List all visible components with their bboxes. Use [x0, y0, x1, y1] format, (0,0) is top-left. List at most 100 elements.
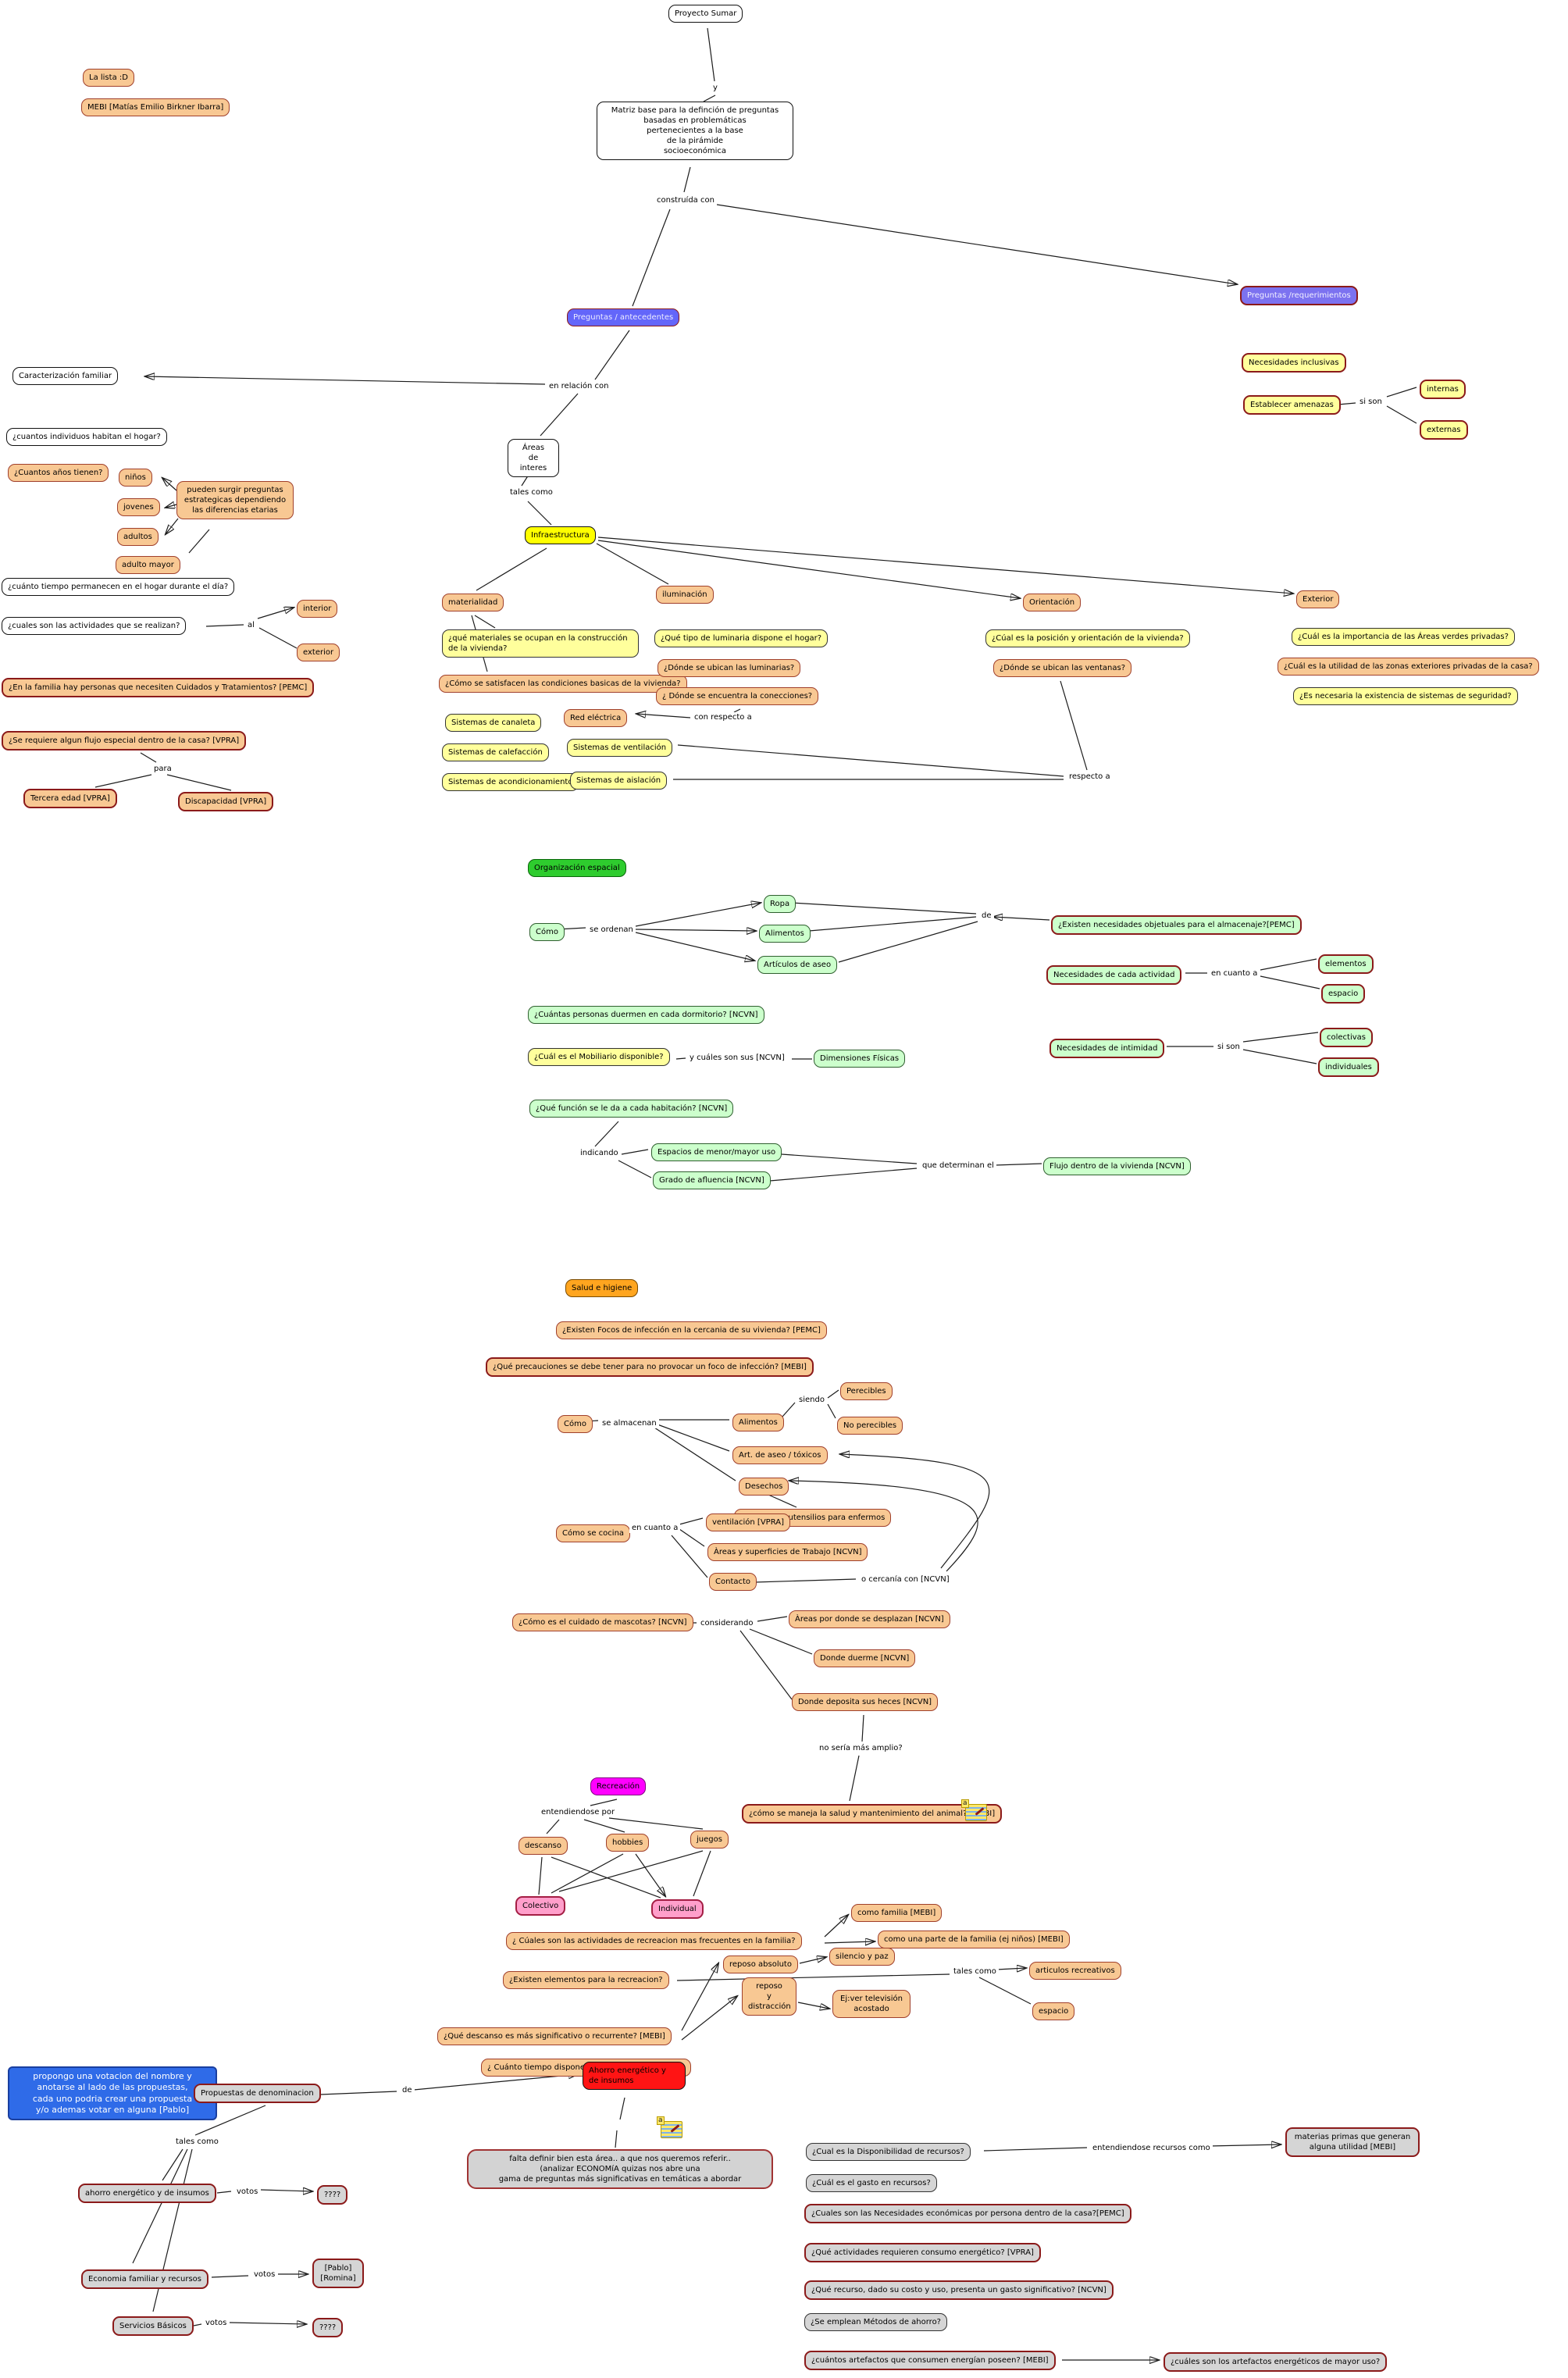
como-almacenan[interactable]: Cómo	[558, 1415, 593, 1433]
mebi-author[interactable]: MEBI [Matías Emilio Birkner Ibarra]	[81, 98, 230, 116]
tercera-edad[interactable]: Tercera edad [VPRA]	[23, 789, 117, 808]
necesidades-economicas[interactable]: ¿Cuales son las Necesidades económicas p…	[804, 2204, 1131, 2223]
link-en-cuanto-a-actividad[interactable]: en cuanto a	[1209, 968, 1260, 979]
individual[interactable]: Individual	[651, 1899, 704, 1919]
votos-1-result[interactable]: ????	[317, 2185, 348, 2205]
link-para[interactable]: para	[151, 764, 174, 774]
ventilacion-vpra[interactable]: ventilación [VPRA]	[706, 1513, 790, 1531]
jovenes[interactable]: jovenes	[117, 498, 160, 516]
que-materiales[interactable]: ¿qué materiales se ocupan en la construc…	[442, 629, 639, 658]
actividades-consumo[interactable]: ¿Qué actividades requieren consumo energ…	[804, 2243, 1041, 2262]
tipo-luminaria[interactable]: ¿Qué tipo de luminaria dispone el hogar?	[654, 629, 829, 647]
ninos[interactable]: niños	[119, 469, 152, 487]
donde-heces[interactable]: Donde deposita sus heces [NCVN]	[792, 1693, 939, 1711]
externas[interactable]: externas	[1420, 420, 1468, 440]
votos-3-result[interactable]: ????	[312, 2318, 344, 2337]
adultos[interactable]: adultos	[117, 528, 159, 546]
link-o-cercania-con[interactable]: o cercanía con [NCVN]	[859, 1574, 952, 1585]
sistemas-acondicionamiento[interactable]: Sistemas de acondicionamiento	[442, 773, 579, 791]
areas-desplazan[interactable]: Àreas por donde se desplazan [NCVN]	[789, 1610, 950, 1628]
espacio-recreacion[interactable]: espacio	[1032, 2002, 1075, 2020]
donde-luminarias[interactable]: ¿Dónde se ubican las luminarias?	[657, 659, 801, 677]
desechos[interactable]: Desechos	[739, 1478, 789, 1496]
reposo-absoluto[interactable]: reposo absoluto	[723, 1956, 798, 1973]
como-familia[interactable]: como familia [MEBI]	[851, 1904, 943, 1922]
descanso-significativo[interactable]: ¿Qué descanso es más significativo o rec…	[437, 2027, 672, 2045]
cuidado-mascotas[interactable]: ¿Cómo es el cuidado de mascotas? [NCVN]	[512, 1613, 693, 1631]
perecibles[interactable]: Perecibles	[840, 1382, 893, 1400]
necesidades-inclusivas[interactable]: Necesidades inclusivas	[1242, 353, 1346, 373]
organizacion-espacial[interactable]: Organización espacial	[528, 859, 626, 877]
votos-pablo-romina[interactable]: [Pablo] [Romina]	[312, 2259, 364, 2288]
link-tales-como-recreacion[interactable]: tales como	[951, 1966, 999, 1977]
artefactos-consumen[interactable]: ¿cuántos artefactos que consumen energía…	[804, 2351, 1056, 2370]
preguntas-etarias[interactable]: pueden surgir preguntas estrategicas dep…	[176, 481, 294, 519]
elementos[interactable]: elementos	[1318, 954, 1374, 974]
donde-duerme[interactable]: Donde duerme [NCVN]	[814, 1649, 916, 1667]
link-no-seria-mas-amplio[interactable]: no sería más amplio?	[817, 1743, 905, 1753]
ropa[interactable]: Ropa	[764, 895, 796, 913]
link-de-almacenaje[interactable]: de	[979, 911, 994, 921]
infraestructura[interactable]: Infraestructura	[525, 526, 596, 544]
dimensiones-fisicas[interactable]: Dimensiones Físicas	[814, 1050, 906, 1068]
link-votos-3[interactable]: votos	[203, 2318, 230, 2328]
servicios-basicos[interactable]: Servicios Básicos	[112, 2316, 194, 2336]
link-respecto-a[interactable]: respecto a	[1067, 772, 1113, 782]
link-siendo[interactable]: siendo	[796, 1395, 827, 1405]
link-y[interactable]: y	[711, 83, 720, 93]
sistemas-seguridad[interactable]: ¿Es necesaria la existencia de sistemas …	[1293, 687, 1518, 705]
link-en-relacion-con[interactable]: en relación con	[547, 381, 611, 391]
link-votos-1[interactable]: votos	[234, 2187, 261, 2197]
link-que-determinan-el[interactable]: que determinan el	[920, 1160, 996, 1171]
articulos-aseo[interactable]: Artículos de aseo	[757, 956, 838, 974]
exterior-area[interactable]: Exterior	[1296, 590, 1340, 608]
iluminacion[interactable]: iluminación	[656, 586, 714, 604]
salud-higiene[interactable]: Salud e higiene	[565, 1279, 639, 1297]
orientacion[interactable]: Orientación	[1023, 594, 1082, 611]
interior[interactable]: interior	[297, 600, 338, 618]
individuales[interactable]: individuales	[1318, 1057, 1379, 1077]
link-indicando[interactable]: indicando	[578, 1148, 621, 1158]
cuantos-anos[interactable]: ¿Cuantos años tienen?	[8, 464, 109, 482]
focos-infeccion[interactable]: ¿Existen Focos de infección en la cercan…	[556, 1321, 827, 1339]
flujo-especial[interactable]: ¿Se requiere algun flujo especial dentro…	[2, 731, 247, 750]
salud-animal[interactable]: ¿cómo se maneja la salud y mantenimiento…	[742, 1804, 1003, 1824]
recreacion[interactable]: Recreación	[590, 1777, 647, 1795]
donde-ventanas[interactable]: ¿Dónde se ubican las ventanas?	[993, 659, 1132, 677]
no-perecibles[interactable]: No perecibles	[837, 1417, 903, 1435]
cuanto-tiempo-hogar[interactable]: ¿cuánto tiempo permanecen en el hogar du…	[2, 578, 235, 596]
actividades-recreacion[interactable]: ¿ Cúales son las actividades de recreaci…	[506, 1932, 802, 1950]
areas-de-interes[interactable]: Áreas de interes	[508, 439, 559, 477]
como-parte-familia[interactable]: como una parte de la familia (ej niños) …	[878, 1931, 1070, 1948]
ver-television[interactable]: Ej:ver televisión acostado	[832, 1990, 911, 2018]
precauciones-foco[interactable]: ¿Qué precauciones se debe tener para no …	[486, 1357, 814, 1377]
cuantos-individuos[interactable]: ¿cuantos individuos habitan el hogar?	[6, 428, 167, 446]
areas-superficies-trabajo[interactable]: Àreas y superficies de Trabajo [NCVN]	[707, 1543, 868, 1561]
materialidad[interactable]: materialidad	[442, 594, 504, 611]
link-al[interactable]: al	[245, 620, 257, 630]
alimentos-salud[interactable]: Alimentos	[732, 1414, 784, 1431]
link-en-cuanto-a-cocina[interactable]: en cuanto a	[629, 1523, 681, 1533]
adulto-mayor[interactable]: adulto mayor	[116, 556, 180, 574]
link-considerando[interactable]: considerando	[698, 1618, 756, 1628]
link-si-son-amenazas[interactable]: si son	[1357, 397, 1384, 407]
donde-conecciones[interactable]: ¿ Dónde se encuentra la conecciones?	[656, 687, 819, 705]
sistemas-ventilacion[interactable]: Sistemas de ventilación	[567, 739, 673, 757]
link-tales-como-areas[interactable]: tales como	[508, 487, 555, 497]
articulos-recreativos[interactable]: articulos recreativos	[1029, 1962, 1121, 1980]
necesidades-intimidad[interactable]: Necesidades de intimidad	[1049, 1039, 1165, 1058]
link-de-denominacion[interactable]: de	[400, 2085, 415, 2095]
colectivas[interactable]: colectivas	[1320, 1028, 1373, 1047]
proyecto-sumar[interactable]: Proyecto Sumar	[668, 5, 743, 23]
caracterizacion-familiar[interactable]: Caracterización familiar	[12, 367, 119, 385]
link-si-son-intimidad[interactable]: si son	[1215, 1042, 1242, 1052]
como-ordenan[interactable]: Cómo	[529, 923, 565, 941]
recurso-gasto-significativo[interactable]: ¿Qué recurso, dado su costo y uso, prese…	[804, 2280, 1114, 2300]
como-se-cocina[interactable]: Cómo se cocina	[556, 1524, 631, 1542]
annotation-note-icon-animal[interactable]	[961, 1799, 987, 1821]
elementos-recreacion[interactable]: ¿Existen elementos para la recreacion?	[503, 1971, 669, 1989]
grado-afluencia[interactable]: Grado de afluencia [NCVN]	[653, 1171, 771, 1189]
establecer-amenazas[interactable]: Establecer amenazas	[1243, 395, 1341, 415]
ahorro-energetico-area[interactable]: Ahorro energético y de insumos	[583, 2062, 686, 2090]
espacio-actividad[interactable]: espacio	[1321, 984, 1366, 1004]
